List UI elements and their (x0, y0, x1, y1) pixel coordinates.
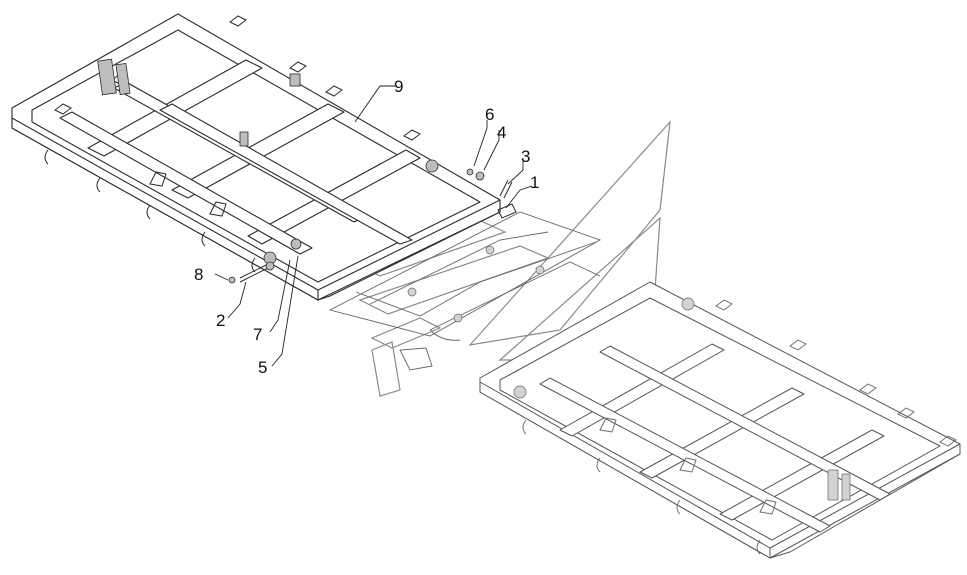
callout-8: 8 (194, 265, 203, 284)
callout-1: 1 (530, 173, 539, 192)
part-3-pin (499, 179, 513, 199)
callout-labels: 9 6 4 3 1 8 2 7 5 (194, 77, 539, 377)
part-4-nut (475, 171, 485, 181)
callout-5: 5 (258, 358, 267, 377)
main-frame-section (11, 13, 501, 301)
coupling-links (328, 211, 602, 371)
callout-9: 9 (394, 77, 403, 96)
part-8-nut (228, 276, 236, 284)
callout-2: 2 (216, 311, 225, 330)
callout-6: 6 (485, 105, 494, 124)
part-2-bolt (239, 263, 269, 283)
leader-lines (214, 85, 533, 367)
callout-7: 7 (253, 325, 262, 344)
part-6-washer (466, 168, 474, 176)
rear-frame-section (479, 281, 961, 559)
callout-4: 4 (497, 123, 506, 142)
callout-3: 3 (521, 147, 530, 166)
hardware-parts (228, 168, 517, 284)
